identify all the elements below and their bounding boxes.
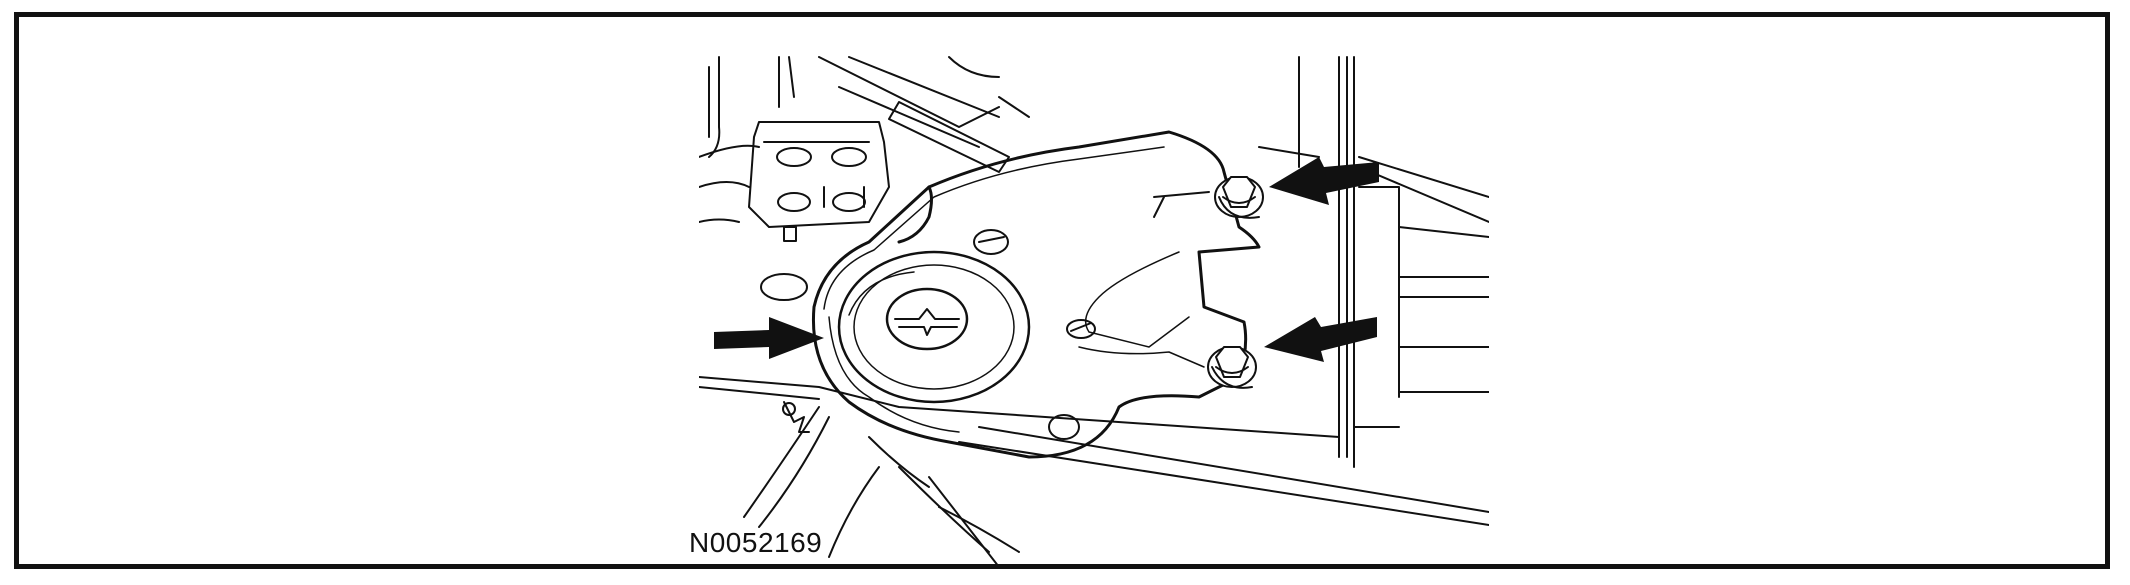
suspension-arm-illustration: [699, 56, 1489, 567]
control-arm: [811, 130, 1261, 459]
upper-bracket: [748, 121, 890, 301]
arrow-lower-right: [1264, 317, 1377, 362]
bolt-icon: [1207, 176, 1264, 389]
center-mount: [837, 250, 1031, 404]
arrow-upper-right: [1269, 157, 1379, 205]
pointer-arrow-icon: [714, 157, 1379, 362]
bolt-lower: [1207, 346, 1257, 389]
bolt-upper: [1214, 176, 1264, 219]
arm-holes: [973, 191, 1210, 440]
figure-frame: N0052169: [14, 12, 2110, 569]
figure-id-label: N0052169: [689, 527, 823, 558]
chassis-background: [699, 56, 1489, 567]
arrow-left: [714, 317, 824, 359]
